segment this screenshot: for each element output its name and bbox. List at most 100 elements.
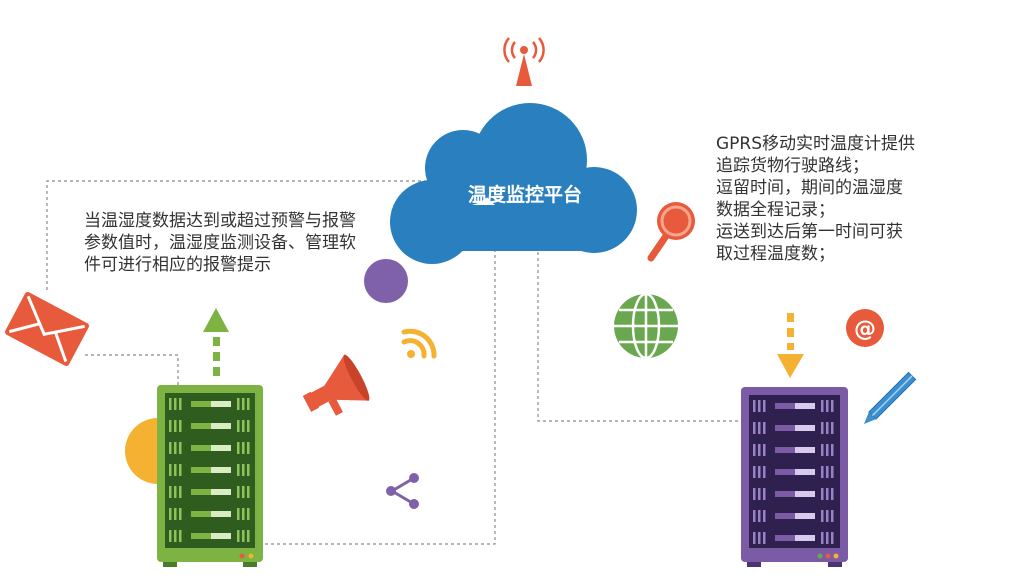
server-vent [242,442,245,454]
globe-icon [614,292,678,360]
connector-lines [46,180,742,545]
gprs-line: 运送到达后第一时间可获 [716,222,903,242]
server-drive [795,535,815,541]
server-vent [242,508,245,520]
connector-left-top [46,180,428,290]
server-vent [826,532,829,544]
server-vent [831,444,834,456]
gprs-line: GPRS移动实时温度计提供 [716,134,916,154]
at-icon: @ [846,309,884,347]
server-vent [237,420,240,432]
server-vent [763,400,766,412]
share-icon [386,473,419,509]
server-vent [174,442,177,454]
server-vent [758,532,761,544]
server-vent [179,442,182,454]
server-vent [242,530,245,542]
server-vent [179,398,182,410]
server-vent [763,466,766,478]
server-vent [247,486,250,498]
platform-label: 温度监控平台 [467,184,582,206]
server-vent [247,464,250,476]
server-vent [242,464,245,476]
server-vent [753,444,756,456]
server-vent [758,444,761,456]
server-drive [795,447,815,453]
server-drive [211,445,231,451]
server-drive [211,533,231,539]
server-vent [758,488,761,500]
server-vent [169,442,172,454]
server-vent [763,488,766,500]
server-drive [211,423,231,429]
server-vent [763,532,766,544]
gprs-line: 逗留时间，期间的温湿度 [716,178,903,198]
server-drive [191,423,211,429]
server-vent [237,508,240,520]
server-vent [247,530,250,542]
server-drive [775,513,795,519]
server-vent [826,510,829,522]
server-vent [763,422,766,434]
server-drive [211,401,231,407]
server-vent [179,486,182,498]
server-vent [821,400,824,412]
cloud-shape [390,103,637,264]
server-vent [753,400,756,412]
server-vent [174,420,177,432]
server-vent [763,510,766,522]
server-vent [174,508,177,520]
server-vent [763,444,766,456]
server-drive [775,425,795,431]
server-vent [831,488,834,500]
server-vent [753,488,756,500]
server-vent [179,530,182,542]
server-right [741,387,848,567]
server-vent [831,466,834,478]
server-drive [191,533,211,539]
server-vent [179,508,182,520]
server-vent [831,510,834,522]
server-drive [191,511,211,517]
antenna-icon [503,37,545,86]
server-drive [211,467,231,473]
server-vent [826,488,829,500]
server-vent [831,532,834,544]
server-vent [169,530,172,542]
connector-right [537,252,742,422]
server-vent [237,530,240,542]
server-vent [169,420,172,432]
server-drive [191,401,211,407]
alarm-description: 当温湿度数据达到或超过预警与报警参数值时，温湿度监测设备、管理软件可进行相应的报… [84,211,356,275]
server-vent [179,464,182,476]
pencil-icon [863,371,917,425]
server-vent [237,464,240,476]
server-vent [831,400,834,412]
server-vent [242,398,245,410]
server-vent [758,400,761,412]
server-vent [821,488,824,500]
server-vent [169,486,172,498]
server-vent [758,466,761,478]
gprs-line: 取过程温度数； [716,244,835,264]
server-vent [174,486,177,498]
server-drive [775,447,795,453]
megaphone-icon [302,354,370,416]
server-vent [247,442,250,454]
server-vent [753,510,756,522]
envelope-icon [5,291,89,367]
server-drive [775,469,795,475]
server-drive [795,469,815,475]
purple-circle-decoration [364,259,408,303]
download-arrow-icon [777,313,804,378]
server-drive [775,403,795,409]
server-drive [191,467,211,473]
server-vent [821,444,824,456]
wifi-icon [401,328,437,359]
server-vent [758,422,761,434]
gprs-description: GPRS移动实时温度计提供 追踪货物行驶路线； 逗留时间，期间的温湿度 数据全程… [716,133,948,265]
server-vent [242,486,245,498]
server-vent [174,530,177,542]
server-vent [753,422,756,434]
server-vent [237,398,240,410]
